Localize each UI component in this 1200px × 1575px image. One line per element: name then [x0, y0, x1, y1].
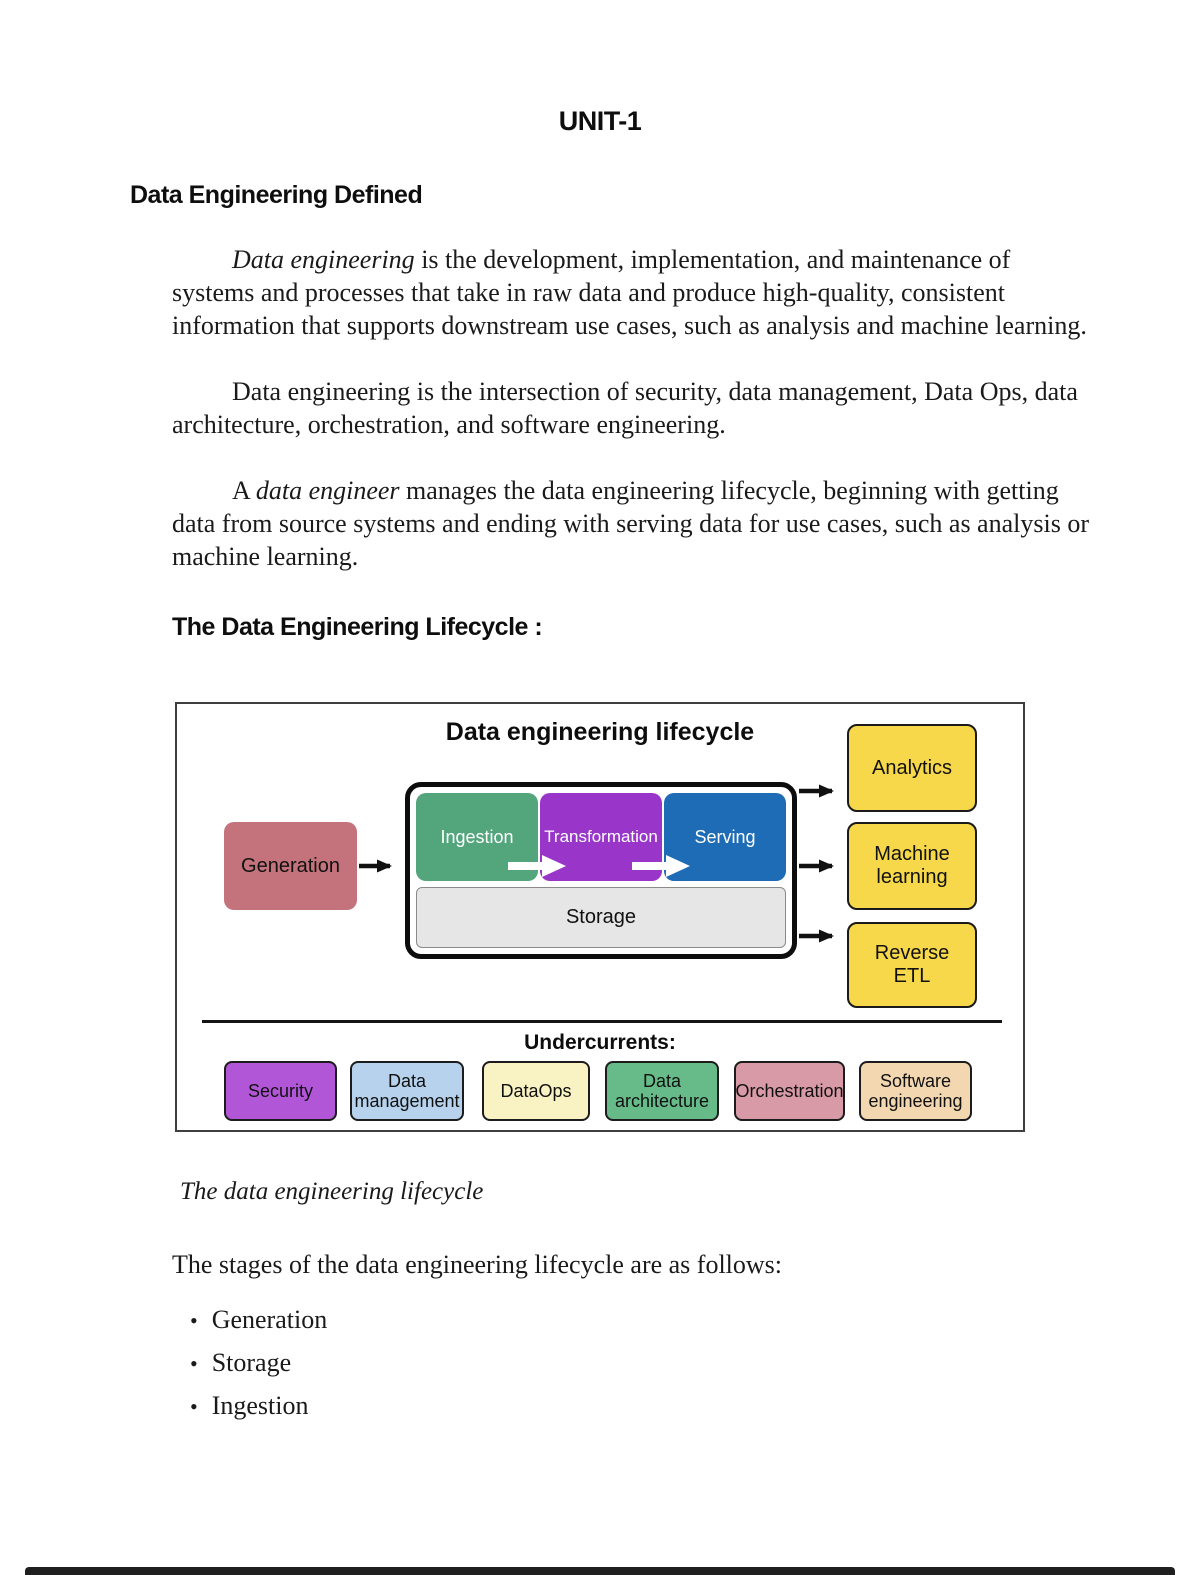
reverse-etl-label: Reverse ETL: [874, 942, 950, 987]
paragraph-definition: Data engineering is the development, imp…: [172, 243, 1095, 342]
undercurrent-software-engineering: Software engineering: [859, 1061, 972, 1121]
dataops-label: DataOps: [500, 1080, 572, 1101]
storage-label: Storage: [565, 906, 637, 928]
lifecycle-diagram: Data engineering lifecycle Generation In…: [175, 702, 1025, 1132]
software-engineering-label: Software engineering: [868, 1070, 963, 1111]
engineer-prefix-text: A: [232, 476, 256, 505]
orchestration-label: Orchestration: [735, 1080, 844, 1101]
arrow-ingestion-to-transformation: [508, 855, 566, 877]
undercurrents-divider: [202, 1020, 1002, 1023]
ingestion-label: Ingestion: [440, 826, 514, 847]
heading-data-engineering-defined: Data Engineering Defined: [130, 181, 423, 209]
list-item-ingestion: Ingestion: [190, 1391, 1200, 1421]
generation-label: Generation: [241, 854, 340, 877]
engineer-italic-term: data engineer: [255, 476, 400, 505]
page-title: UNIT-1: [558, 106, 642, 136]
undercurrent-security: Security: [224, 1061, 337, 1121]
machine-learning-label: Machine learning: [874, 843, 950, 888]
storage-box: Storage: [416, 887, 786, 948]
reverse-etl-box: Reverse ETL: [847, 922, 977, 1008]
stage-storage-label: Storage: [211, 1348, 292, 1377]
stages-intro-text: The stages of the data engineering lifec…: [172, 1250, 783, 1279]
undercurrent-data-management: Data management: [350, 1061, 464, 1121]
list-item-storage: Storage: [190, 1348, 1200, 1378]
core-lifecycle-container: Ingestion Transformation Serving Storage: [405, 782, 797, 959]
definition-italic-term: Data engineering: [232, 245, 415, 274]
arrow-transformation-to-serving: [632, 855, 690, 877]
transformation-label: Transformation: [544, 827, 658, 847]
engineer-rest-text: manages the data engineering lifecycle, …: [172, 476, 1089, 571]
definition-rest-text: is the development, implementation, and …: [172, 245, 1087, 340]
machine-learning-box: Machine learning: [847, 822, 977, 910]
data-architecture-label: Data architecture: [614, 1070, 710, 1111]
stage-ingestion-label: Ingestion: [211, 1391, 309, 1420]
list-item-generation: Generation: [190, 1305, 1200, 1335]
diagram-caption: The data engineering lifecycle: [180, 1178, 484, 1205]
undercurrent-orchestration: Orchestration: [734, 1061, 845, 1121]
undercurrents-label: Undercurrents:: [524, 1031, 676, 1054]
heading-lifecycle: The Data Engineering Lifecycle :: [172, 613, 543, 641]
stages-list: Generation Storage Ingestion: [190, 1305, 1200, 1421]
paragraph-intersection: Data engineering is the intersection of …: [172, 377, 1078, 439]
security-label: Security: [247, 1080, 314, 1101]
analytics-box: Analytics: [847, 724, 977, 812]
analytics-label: Analytics: [871, 756, 953, 779]
serving-label: Serving: [694, 826, 756, 847]
data-management-label: Data management: [354, 1070, 460, 1111]
undercurrent-data-architecture: Data architecture: [605, 1061, 719, 1121]
paragraph-data-engineer: A data engineer manages the data enginee…: [172, 474, 1095, 573]
diagram-title: Data engineering lifecycle: [445, 718, 755, 746]
generation-box: Generation: [224, 822, 357, 910]
undercurrent-dataops: DataOps: [482, 1061, 590, 1121]
stage-generation-label: Generation: [211, 1305, 328, 1334]
page-bottom-edge: [25, 1567, 1175, 1575]
